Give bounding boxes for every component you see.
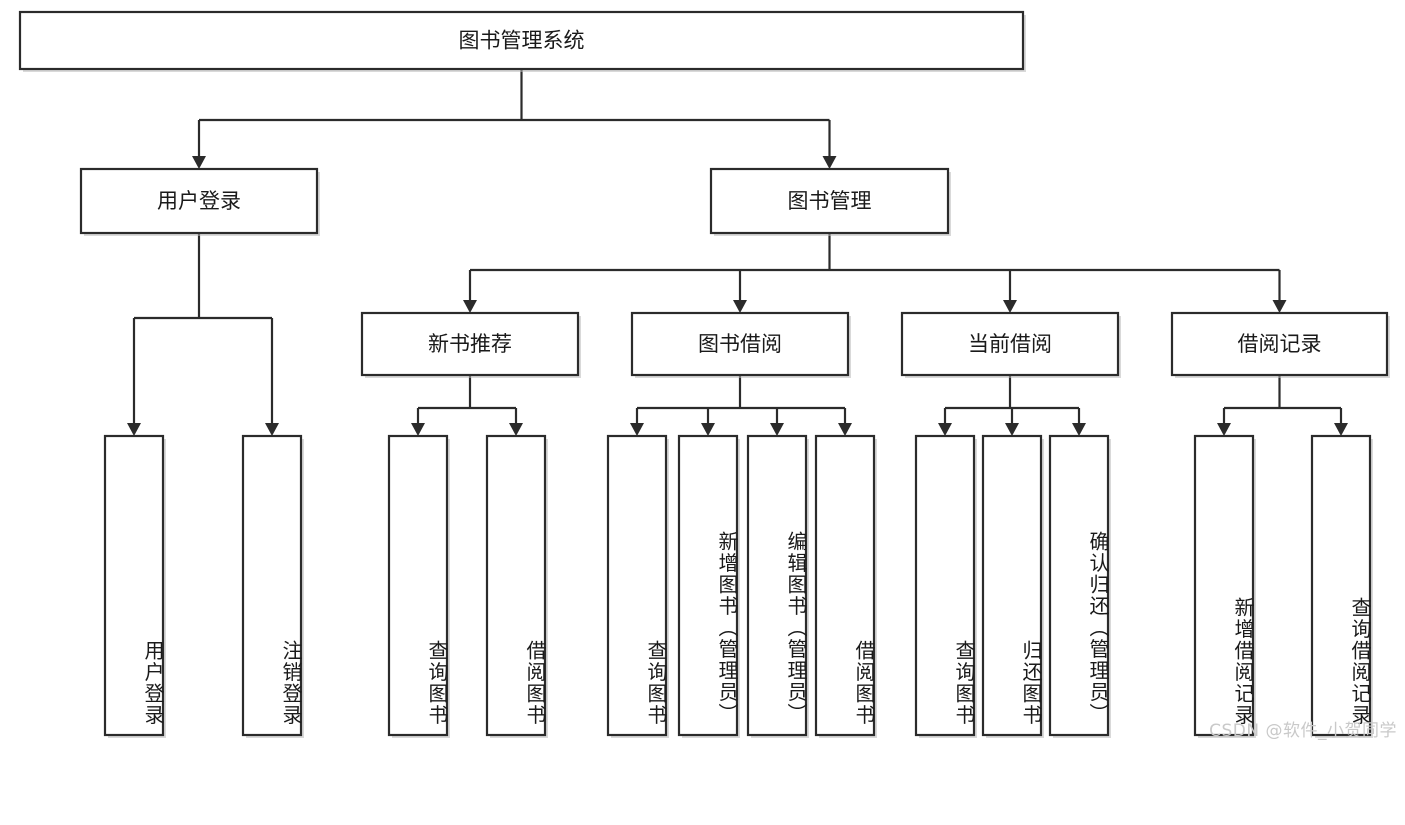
node-level3-2[interactable]: 当前借阅 (900, 311, 1121, 378)
connector-arrow (838, 408, 852, 436)
node-root[interactable]: 图书管理系统 (18, 10, 1026, 72)
node-leaf-0[interactable] (103, 434, 166, 738)
node-level2-1[interactable]: 图书管理 (709, 167, 951, 236)
watermark: CSDN @软件_小贺同学 (1209, 721, 1397, 741)
connector-arrow (1072, 408, 1086, 436)
connector-arrow (411, 408, 425, 436)
node-level2-1-label: 图书管理 (788, 189, 872, 213)
connector-arrow (770, 408, 784, 436)
node-leaf-7[interactable] (814, 434, 877, 738)
connector-arrow (463, 270, 477, 313)
connector-arrow (701, 408, 715, 436)
connector-arrow (1217, 408, 1231, 436)
node-level3-3-label: 借阅记录 (1238, 332, 1322, 356)
node-leaf-1[interactable] (241, 434, 304, 738)
node-leaf-8[interactable] (914, 434, 977, 738)
connector-arrow (509, 408, 523, 436)
connector-arrow (1005, 408, 1019, 436)
node-leaf-5[interactable] (677, 434, 740, 738)
node-level3-1[interactable]: 图书借阅 (630, 311, 851, 378)
node-level3-0[interactable]: 新书推荐 (360, 311, 581, 378)
node-leaf-2[interactable] (387, 434, 450, 738)
connector-arrow (1003, 270, 1017, 313)
connector-arrow (265, 318, 279, 436)
connector-arrow (938, 408, 952, 436)
node-level2-0-label: 用户登录 (157, 189, 241, 213)
connector-arrow (192, 120, 206, 169)
node-leaf-11[interactable] (1193, 434, 1256, 738)
node-level3-0-label: 新书推荐 (428, 332, 512, 356)
node-leaf-10[interactable] (1048, 434, 1111, 738)
connector-arrow (1272, 270, 1287, 313)
connector-arrow (127, 318, 141, 436)
connector-arrow (733, 270, 747, 313)
node-root-label: 图书管理系统 (459, 29, 585, 53)
node-level2-0[interactable]: 用户登录 (79, 167, 320, 236)
node-level3-2-label: 当前借阅 (968, 332, 1052, 356)
node-leaf-9[interactable] (981, 434, 1044, 738)
node-leaf-3[interactable] (485, 434, 548, 738)
connector-layer (127, 69, 1348, 436)
node-leaf-4[interactable] (606, 434, 669, 738)
connector-arrow (822, 120, 837, 169)
diagram-canvas: 图书管理系统用户登录图书管理新书推荐图书借阅当前借阅借阅记录 用户登录注销登录查… (18, 10, 1397, 741)
node-level3-3[interactable]: 借阅记录 (1170, 311, 1390, 378)
node-level3-1-label: 图书借阅 (698, 332, 782, 356)
connector-arrow (630, 408, 644, 436)
connector-arrow (1334, 408, 1348, 436)
node-leaf-12[interactable] (1310, 434, 1373, 738)
node-leaf-6[interactable] (746, 434, 809, 738)
